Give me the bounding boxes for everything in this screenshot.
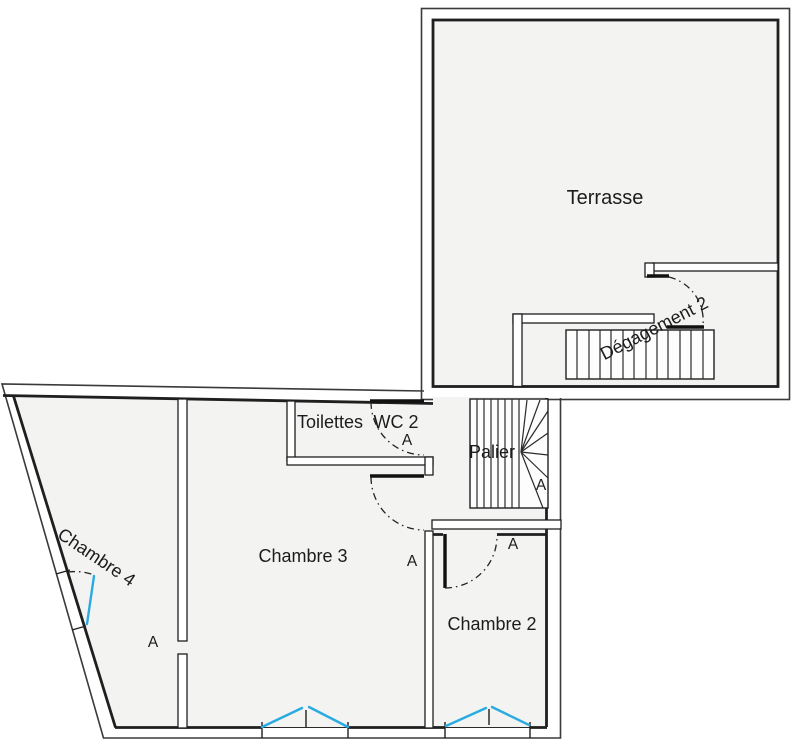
toilettes-left-wall — [286, 400, 296, 462]
chambres-floor — [14, 397, 433, 727]
door-tag-palier: A — [536, 477, 547, 494]
upper-outer-wall — [420, 7, 791, 401]
degagement-stairs — [565, 329, 715, 380]
door-tag-chambre2: A — [508, 536, 519, 553]
chambre3-right-wall-lower — [424, 530, 434, 729]
degagement-left-wall — [512, 313, 523, 388]
door-tag-wc2: A — [402, 432, 413, 449]
room-label-chambre-2: Chambre 2 — [447, 614, 536, 634]
chambre4-chambre3-wall-upper — [177, 398, 188, 642]
palier-bottom-wall — [431, 519, 562, 530]
degagement-door — [647, 274, 704, 329]
palier-stair-treads — [476, 399, 549, 509]
degagement-left-top-wall — [512, 313, 655, 324]
palier-stairs — [469, 398, 549, 509]
room-label-toilettes: Toilettes — [297, 412, 363, 432]
lower-outer-wall — [0, 383, 562, 739]
room-label-wc-2: WC 2 — [374, 412, 419, 432]
room-label-chambre-3: Chambre 3 — [258, 546, 347, 566]
room-label-palier: Palier — [469, 442, 515, 462]
chambre4-window — [55, 569, 96, 631]
wc2-door — [370, 399, 425, 456]
chambre2-window — [444, 705, 531, 738]
chambre3-window — [260, 705, 350, 738]
lower-top-inner-wall — [2, 394, 434, 405]
room-label-terrasse: Terrasse — [567, 187, 644, 209]
stair-treads — [576, 330, 704, 379]
upper-inner-wall — [431, 18, 780, 388]
door-tag-chambre4: A — [148, 634, 159, 651]
terrasse-floor — [433, 20, 778, 387]
degagement-top-wall — [651, 262, 779, 272]
toilettes-bottom-wall — [286, 456, 434, 466]
lower-building: Toilettes WC 2 Palier Chambre 4 Chambre … — [0, 383, 562, 739]
door-tag-chambre3: A — [407, 553, 418, 570]
chambre3-door — [370, 474, 425, 531]
chambre4-chambre3-wall-lower — [177, 653, 188, 729]
chambre3-right-wall-mid — [424, 456, 434, 476]
lower-left-inner-wall — [12, 395, 117, 728]
upper-building: Terrasse Dégagement 2 — [420, 7, 791, 401]
chambre2-door — [443, 534, 498, 589]
